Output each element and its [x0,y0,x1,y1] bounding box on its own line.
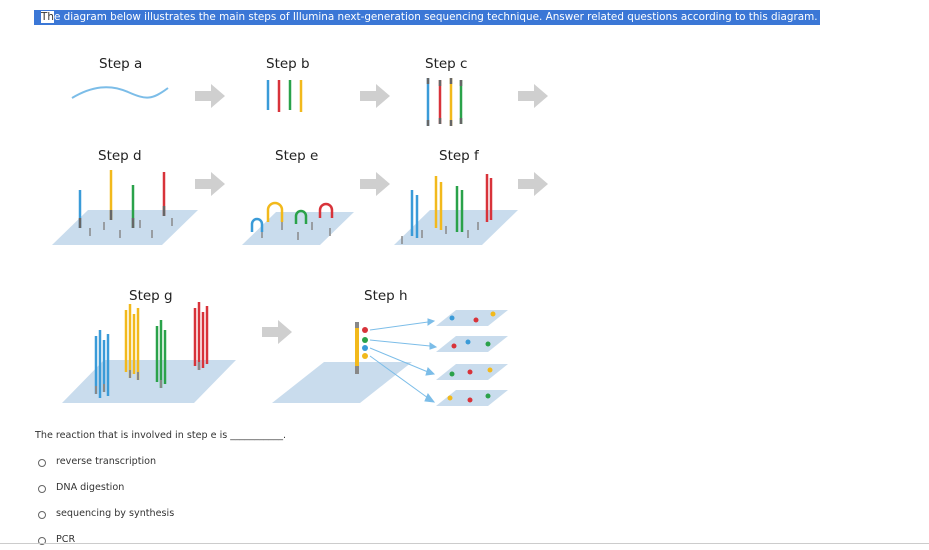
option-label: reverse transcription [56,456,157,467]
arrow-c-d [518,84,548,108]
cluster-generation [62,302,236,403]
step-g-label: Step g [129,288,173,304]
intro-highlighted-text: e diagram below illustrates the main ste… [53,11,818,23]
radio-button[interactable] [38,485,46,493]
step-h-label: Step h [364,288,408,304]
arrow-a-b [195,84,225,108]
step-f-label: Step f [439,148,480,164]
adapter-ligated-fragments [426,78,463,126]
arrow-d-e [195,172,225,196]
question-prompt: The reaction that is involved in step e … [35,430,287,441]
arrow-b-c [360,84,390,108]
step-c-label: Step c [425,56,467,72]
sequencing-imaging [272,310,508,406]
step-e-label: Step e [275,148,318,164]
illumina-workflow-diagram: Step a Step b Step c Step d [52,56,548,406]
arrow-e-f [360,172,390,196]
intro-lead: Th [41,11,54,23]
option-label: DNA digestion [56,482,125,493]
denatured-clusters [394,174,518,245]
step-d-label: Step d [98,148,142,164]
question-intro: The diagram below illustrates the main s… [34,10,820,25]
divider [0,543,929,544]
option-label: sequencing by synthesis [56,508,175,519]
radio-button[interactable] [38,459,46,467]
step-a-label: Step a [99,56,142,72]
option-label: PCR [56,534,76,545]
arrow-g-h [262,320,292,344]
flowcell-binding [52,170,198,245]
dna-wave [71,86,169,99]
arrow-f-g [518,172,548,196]
dna-fragments [266,80,303,112]
bridge-amplification [242,201,354,245]
step-b-label: Step b [266,56,310,72]
radio-button[interactable] [38,511,46,519]
